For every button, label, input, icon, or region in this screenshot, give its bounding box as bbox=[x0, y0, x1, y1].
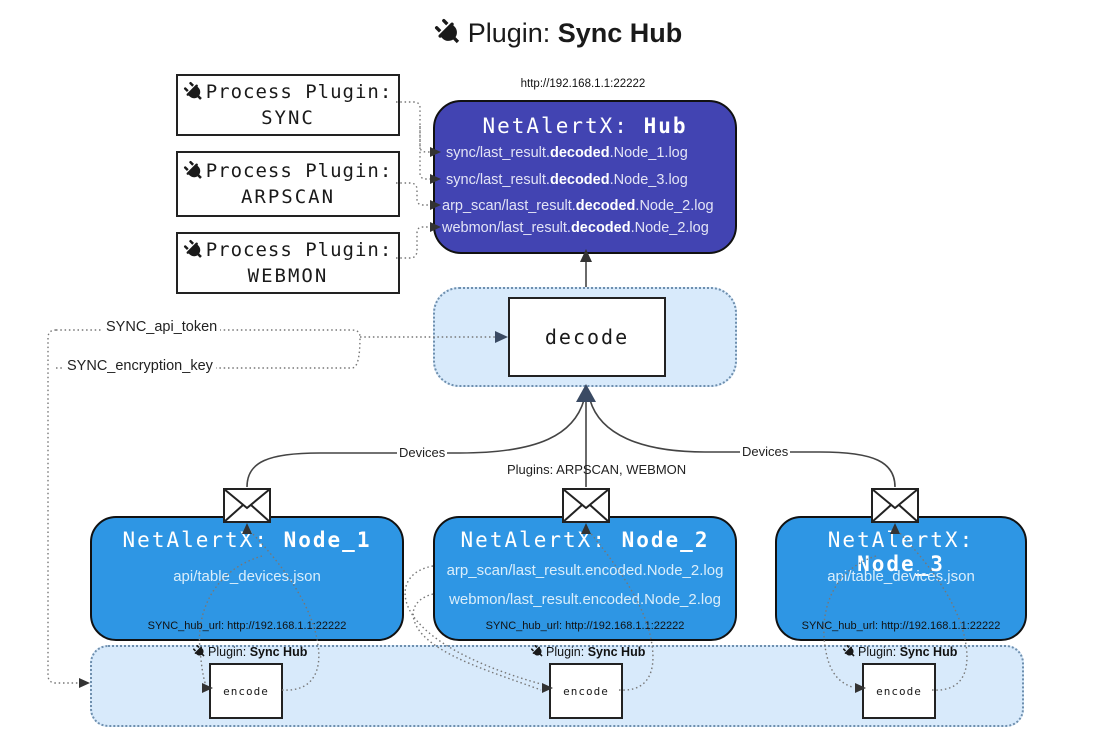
encode-plugin-pre: Plugin: bbox=[858, 645, 900, 659]
encode-label: encode bbox=[223, 684, 269, 698]
encode-label: encode bbox=[563, 684, 609, 698]
title-bold: Sync Hub bbox=[557, 18, 683, 48]
process-plugin-label: Process Plugin: bbox=[205, 81, 393, 103]
decode-box: decode bbox=[508, 297, 666, 377]
log-bold: decoded bbox=[570, 220, 631, 236]
encode-plugin-label: Plugin: Sync Hub bbox=[193, 645, 307, 659]
node-title-pre: NetAlertX: bbox=[827, 528, 975, 552]
node-title-bold: Node_1 bbox=[283, 528, 372, 552]
node-file-line: arp_scan/last_result.encoded.Node_2.log bbox=[446, 562, 724, 579]
node-hub-url: SYNC_hub_url: http://192.168.1.1:22222 bbox=[485, 620, 685, 632]
log-post: .Node_3.log bbox=[609, 172, 688, 188]
log-bold: decoded bbox=[575, 198, 636, 214]
encode-box-2: encode bbox=[549, 663, 623, 719]
plug-icon bbox=[180, 78, 208, 106]
hub-url: http://192.168.1.1:22222 bbox=[520, 78, 646, 90]
encode-box-1: encode bbox=[209, 663, 283, 719]
node-title-pre: NetAlertX: bbox=[122, 528, 284, 552]
log-post: .Node_2.log bbox=[635, 198, 714, 214]
hub-box: NetAlertX: Hub sync/last_result.decoded.… bbox=[433, 100, 737, 254]
hub-log-line: sync/last_result.decoded.Node_3.log bbox=[446, 172, 734, 188]
node-title: NetAlertX: Node_2 bbox=[435, 528, 735, 552]
plugins-center-label: Plugins: ARPSCAN, WEBMON bbox=[507, 462, 687, 477]
edge-sync-to-hub-2 bbox=[419, 126, 431, 180]
node-file-line: webmon/last_result.encoded.Node_2.log bbox=[449, 591, 721, 608]
node-2-box: NetAlertX: Node_2 arp_scan/last_result.e… bbox=[433, 516, 737, 641]
node-title: NetAlertX: Node_1 bbox=[92, 528, 402, 552]
process-plugin-webmon: Process Plugin: WEBMON bbox=[176, 232, 400, 294]
encode-box-3: encode bbox=[862, 663, 936, 719]
encode-plugin-label: Plugin: Sync Hub bbox=[531, 645, 645, 659]
edge-token-drop bbox=[47, 329, 78, 684]
edge-webmon-to-hub bbox=[396, 226, 431, 259]
process-plugin-label: Process Plugin: bbox=[205, 160, 393, 182]
process-plugin-name: SYNC bbox=[261, 107, 315, 129]
log-post: .Node_1.log bbox=[609, 145, 688, 161]
process-plugin-label: Process Plugin: bbox=[205, 239, 393, 261]
devices-left-label: Devices bbox=[397, 445, 448, 460]
plug-icon bbox=[190, 642, 208, 660]
process-plugin-arpscan: Process Plugin: ARPSCAN bbox=[176, 151, 400, 217]
plug-icon bbox=[180, 157, 208, 185]
encode-label: encode bbox=[876, 684, 922, 698]
process-plugin-sync: Process Plugin: SYNC bbox=[176, 74, 400, 136]
hub-title-pre: NetAlertX: bbox=[482, 114, 644, 138]
node-file-line: api/table_devices.json bbox=[173, 568, 321, 585]
log-pre: arp_scan/last_result. bbox=[442, 198, 576, 214]
plug-icon bbox=[528, 642, 546, 660]
node-file-line: api/table_devices.json bbox=[827, 568, 975, 585]
plug-icon bbox=[429, 13, 467, 51]
sync-api-token-label: SYNC_api_token bbox=[103, 319, 221, 335]
encode-plugin-bold: Sync Hub bbox=[249, 645, 308, 659]
title-pre: Plugin: bbox=[467, 18, 558, 48]
edge-arpscan-to-hub bbox=[396, 182, 431, 206]
hub-log-line: sync/last_result.decoded.Node_1.log bbox=[446, 145, 734, 161]
log-pre: webmon/last_result. bbox=[442, 220, 571, 236]
encode-plugin-bold: Sync Hub bbox=[899, 645, 958, 659]
plug-icon bbox=[180, 236, 208, 264]
hub-title-bold: Hub bbox=[643, 114, 688, 138]
edge-sync-to-hub bbox=[396, 101, 431, 153]
node-1-box: NetAlertX: Node_1 api/table_devices.json… bbox=[90, 516, 404, 641]
hub-title: NetAlertX: Hub bbox=[435, 114, 735, 138]
node-title-bold: Node_2 bbox=[621, 528, 710, 552]
log-bold: decoded bbox=[549, 145, 610, 161]
process-plugin-name: ARPSCAN bbox=[240, 186, 336, 208]
encode-plugin-pre: Plugin: bbox=[546, 645, 588, 659]
encode-plugin-pre: Plugin: bbox=[208, 645, 250, 659]
plug-icon bbox=[840, 642, 858, 660]
process-plugin-name: WEBMON bbox=[247, 265, 329, 287]
log-pre: sync/last_result. bbox=[446, 145, 550, 161]
hub-log-line: webmon/last_result.decoded.Node_2.log bbox=[442, 220, 730, 236]
node-hub-url: SYNC_hub_url: http://192.168.1.1:22222 bbox=[147, 620, 347, 632]
hub-log-line: arp_scan/last_result.decoded.Node_2.log bbox=[442, 198, 730, 214]
encode-plugin-label: Plugin: Sync Hub bbox=[843, 645, 957, 659]
page-title: Plugin: Sync Hub bbox=[0, 18, 1117, 49]
devices-right-label: Devices bbox=[740, 444, 791, 459]
sync-encryption-key-label: SYNC_encryption_key bbox=[64, 358, 216, 374]
node-hub-url: SYNC_hub_url: http://192.168.1.1:22222 bbox=[801, 620, 1001, 632]
log-post: .Node_2.log bbox=[630, 220, 709, 236]
encode-plugin-bold: Sync Hub bbox=[587, 645, 646, 659]
node-title-pre: NetAlertX: bbox=[460, 528, 622, 552]
node-3-box: NetAlertX: Node_3 api/table_devices.json… bbox=[775, 516, 1027, 641]
log-pre: sync/last_result. bbox=[446, 172, 550, 188]
log-bold: decoded bbox=[549, 172, 610, 188]
decode-label: decode bbox=[544, 325, 630, 349]
